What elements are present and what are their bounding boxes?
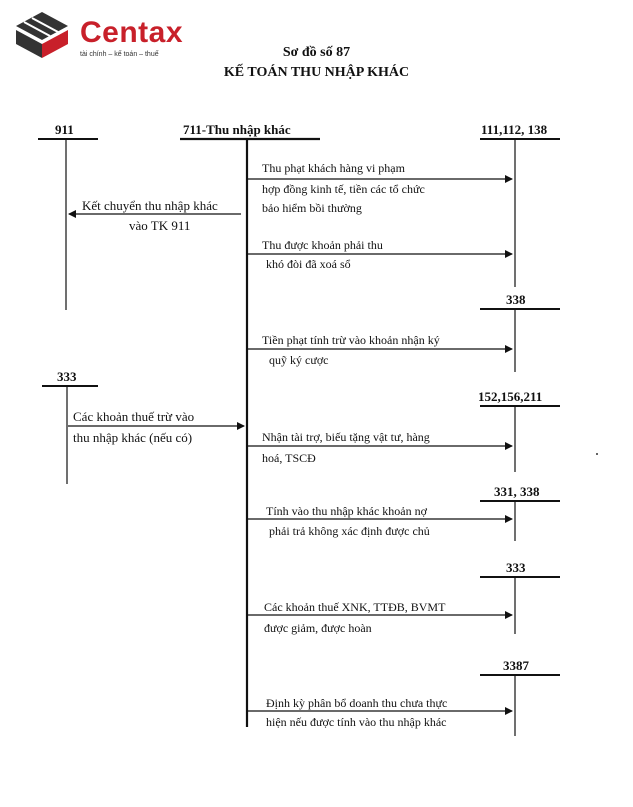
entry-penalty-line3: bảo hiểm bồi thường [262, 201, 362, 215]
logo-tagline: tài chính – kế toán – thuế [80, 51, 159, 58]
stray-dot [596, 453, 598, 455]
entry-tax-deduction-line1: Các khoản thuế trừ vào [73, 409, 195, 424]
account-338-label: 338 [506, 292, 526, 307]
entry-tax-refund-line1: Các khoản thuế XNK, TTĐB, BVMT [264, 600, 446, 614]
entry-deferred-revenue-line2: hiện nếu được tính vào thu nhập khác [266, 715, 447, 729]
account-111-label: 111,112, 138 [481, 122, 548, 137]
entry-bad-debt-line1: Thu được khoản phải thu [262, 238, 383, 252]
entry-bad-debt-line2: khó đòi đã xoá sổ [266, 257, 351, 271]
account-333-left-label: 333 [57, 369, 77, 384]
entry-penalty-line1: Thu phạt khách hàng vi phạm [262, 161, 405, 175]
account-331-label: 331, 338 [494, 484, 540, 499]
account-333-right-label: 333 [506, 560, 526, 575]
centax-logo: Centax tài chính – kế toán – thuế [14, 10, 183, 65]
entry-donation-line1: Nhận tài trợ, biếu tặng vật tư, hàng [262, 430, 430, 444]
diagram-number: Sơ đồ số 87 [282, 45, 351, 60]
account-3387-label: 3387 [503, 658, 529, 673]
entry-tax-refund-line2: được giảm, được hoàn [264, 621, 372, 635]
account-152-label: 152,156,211 [478, 389, 543, 404]
entry-deposit-penalty-line1: Tiền phạt tính trừ vào khoản nhận ký [262, 333, 440, 347]
entry-penalty-line2: hợp đồng kinh tế, tiền các tổ chức [262, 182, 425, 196]
account-711-label: 711-Thu nhập khác [183, 122, 291, 137]
entry-transfer-line1: Kết chuyển thu nhập khác [82, 198, 218, 213]
entry-deposit-penalty-line2: quỹ ký cược [269, 353, 329, 367]
logo-mark-icon [16, 12, 68, 58]
account-911-label: 911 [55, 122, 74, 137]
entry-transfer-line2: vào TK 911 [129, 218, 191, 233]
entry-unowned-debt-line1: Tính vào thu nhập khác khoản nợ [266, 504, 427, 518]
entry-donation-line2: hoá, TSCĐ [262, 451, 316, 465]
entry-deferred-revenue-line1: Định kỳ phân bổ doanh thu chưa thực [266, 696, 448, 710]
entry-unowned-debt-line2: phải trả không xác định được chủ [269, 524, 430, 538]
entry-tax-deduction-line2: thu nhập khác (nếu có) [73, 430, 193, 445]
diagram-title: KẾ TOÁN THU NHẬP KHÁC [223, 65, 410, 80]
logo-brand: Centax [80, 16, 184, 49]
